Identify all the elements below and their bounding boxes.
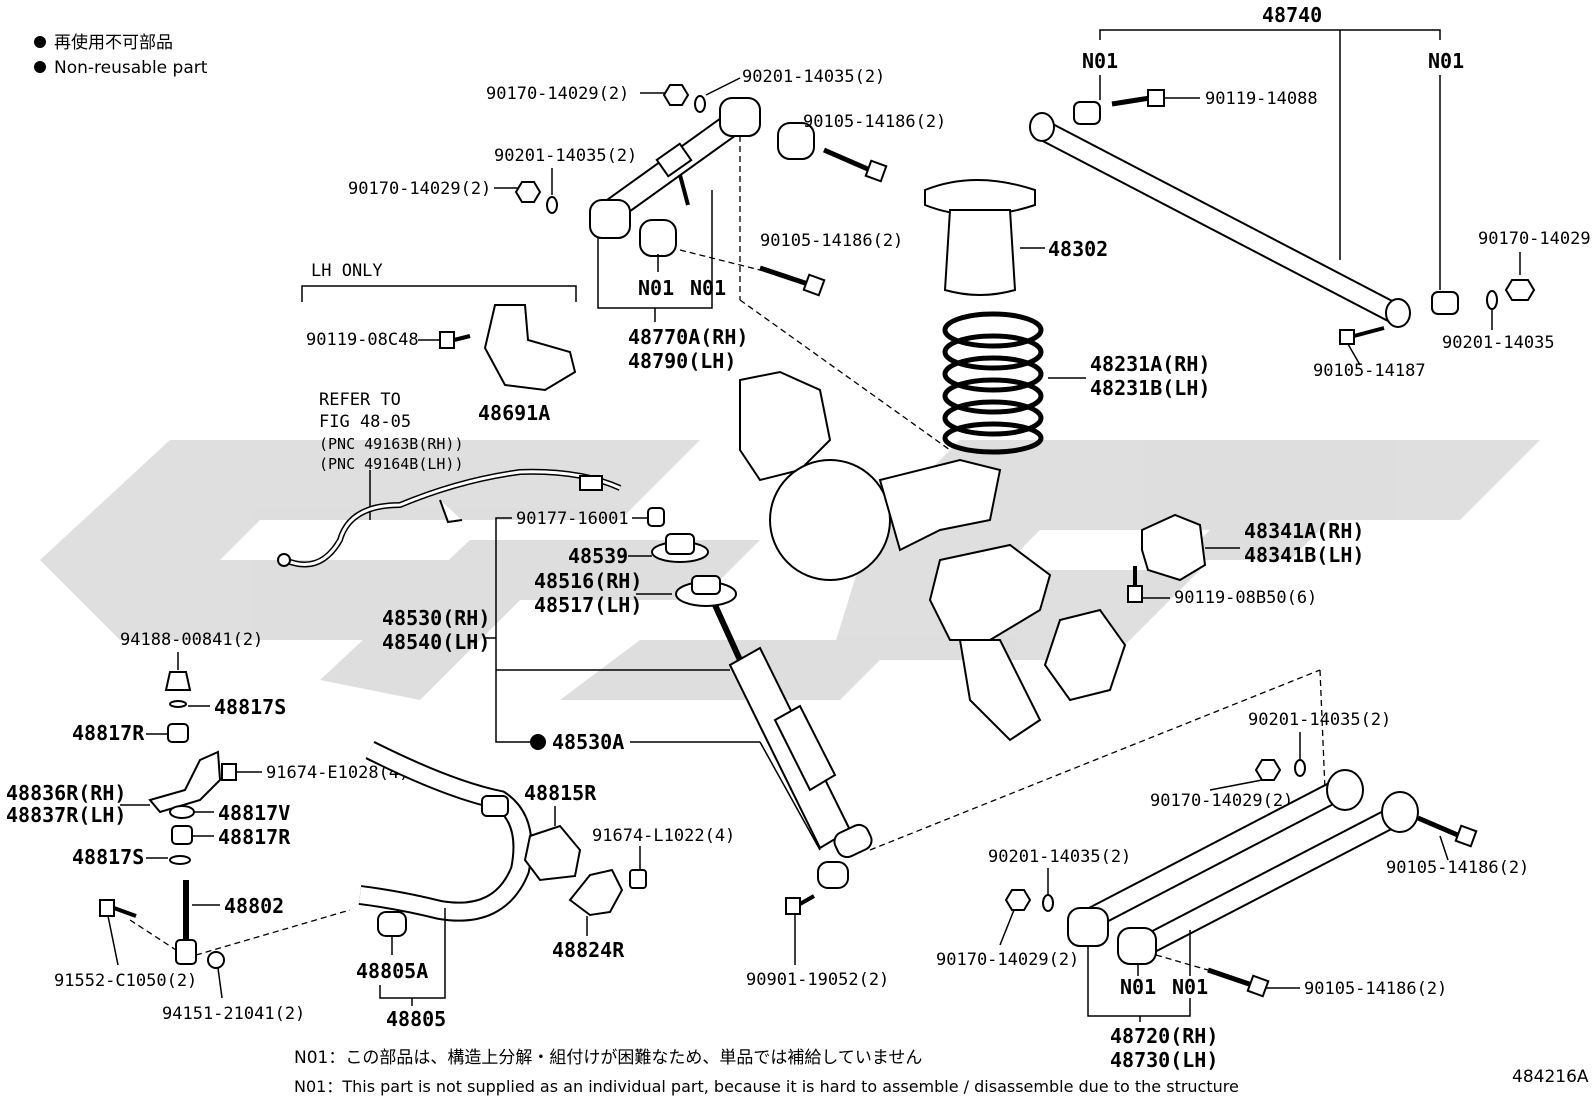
label-n01-a: N01 xyxy=(1082,49,1118,73)
label-48824r: 48824R xyxy=(552,938,625,962)
figure-id: 484216A xyxy=(1512,1067,1589,1087)
footnote-en: N01：This part is not supplied as an indi… xyxy=(294,1077,1239,1096)
label-48517: 48517(LH) xyxy=(534,593,642,617)
label-90105-14187: 90105-14187 xyxy=(1313,361,1426,381)
label-n01-c: N01 xyxy=(638,276,674,300)
label-48817s-a: 48817S xyxy=(214,695,286,719)
label-48691a: 48691A xyxy=(478,401,550,425)
label-94188-00841: 94188-00841(2) xyxy=(120,630,263,650)
label-48817r-b: 48817R xyxy=(218,825,291,849)
label-90105-14186-br1: 90105-14186(2) xyxy=(1386,858,1529,878)
label-90170-14029-r: 90170-14029 xyxy=(1478,229,1591,249)
section-tag-lh-only: LH ONLY xyxy=(311,261,383,281)
label-91552-c1050: 91552-C1050(2) xyxy=(54,971,197,991)
label-48720: 48720(RH) xyxy=(1110,1024,1218,1048)
refer-line-4: (PNC 49164B(LH)) xyxy=(319,455,464,473)
lower-arm-group: 90201-14035(2) 90170-14029(2) 90105-1418… xyxy=(936,710,1529,1072)
label-48516: 48516(RH) xyxy=(534,569,642,593)
label-48740: 48740 xyxy=(1262,3,1322,27)
label-90119-14088: 90119-14088 xyxy=(1205,89,1318,109)
label-94151-21041: 94151-21041(2) xyxy=(162,1004,305,1024)
label-n01-e: N01 xyxy=(1120,975,1156,999)
legend-item-jp: 再使用不可部品 xyxy=(54,32,173,53)
label-48530: 48530(RH) xyxy=(382,606,490,630)
label-48790: 48790(LH) xyxy=(628,349,736,373)
label-90170-14029-top2: 90170-14029(2) xyxy=(348,179,491,199)
spring-group: 48302 48231A(RH) 48231B(LH) xyxy=(739,179,1210,455)
label-90105-14186-br2: 90105-14186(2) xyxy=(1304,979,1447,999)
label-48837r: 48837R(LH) xyxy=(6,803,126,827)
label-n01-d: N01 xyxy=(690,276,726,300)
label-48817s-b: 48817S xyxy=(72,845,144,869)
label-n01-f: N01 xyxy=(1172,975,1208,999)
label-48815r: 48815R xyxy=(524,781,597,805)
label-91674-l1022: 91674-L1022(4) xyxy=(592,826,735,846)
refer-line-2: FIG 48-05 xyxy=(319,412,411,432)
label-48805: 48805 xyxy=(386,1007,446,1031)
label-48302: 48302 xyxy=(1048,237,1108,261)
stabilizer-bar-group: 48805A 48805 48815R 91674-L1022(4) 48824… xyxy=(356,741,735,1031)
label-90170-14029-br1: 90170-14029(2) xyxy=(1150,791,1293,811)
label-48539: 48539 xyxy=(568,544,628,568)
label-90170-14029-br2: 90170-14029(2) xyxy=(936,950,1079,970)
label-n01-b: N01 xyxy=(1428,49,1464,73)
bracket-48341-group: 48341A(RH) 48341B(LH) 90119-08B50(6) xyxy=(1127,513,1364,608)
label-48730: 48730(LH) xyxy=(1110,1048,1218,1072)
footnotes: N01：この部品は、構造上分解・組付けが困難なため、単品では補給していません N… xyxy=(294,1048,1589,1096)
label-90201-14035-top2: 90201-14035(2) xyxy=(494,146,637,166)
label-90177-16001: 90177-16001 xyxy=(516,509,629,529)
label-90105-14186-top: 90105-14186(2) xyxy=(803,112,946,132)
label-48817r-a: 48817R xyxy=(72,721,145,745)
label-90201-14035-br2: 90201-14035(2) xyxy=(988,847,1131,867)
lateral-rod-group: 48740 N01 N01 90119-14088 90170-14029 90… xyxy=(1029,3,1591,381)
label-48231a: 48231A(RH) xyxy=(1090,352,1210,376)
label-48802: 48802 xyxy=(224,894,284,918)
label-48341b: 48341B(LH) xyxy=(1244,543,1364,567)
label-48817v: 48817V xyxy=(218,801,290,825)
shock-absorber-group: 90177-16001 48539 48516(RH) 48517(LH) 48… xyxy=(382,507,1326,990)
label-91674-e1028: 91674-E1028(4) xyxy=(266,763,409,783)
label-48805a: 48805A xyxy=(356,959,428,983)
refer-line-1: REFER TO xyxy=(319,390,401,410)
axle-housing xyxy=(739,370,1127,742)
upper-arm-group: 90170-14029(2) 90201-14035(2) 90201-1403… xyxy=(348,67,946,373)
label-48540: 48540(LH) xyxy=(382,630,490,654)
label-90105-14186-top2: 90105-14186(2) xyxy=(760,231,903,251)
label-48341a: 48341A(RH) xyxy=(1244,519,1364,543)
refer-line-3: (PNC 49163B(RH)) xyxy=(319,435,464,453)
label-48836r: 48836R(RH) xyxy=(6,781,126,805)
footnote-jp: N01：この部品は、構造上分解・組付けが困難なため、単品では補給していません xyxy=(294,1048,922,1068)
label-90901-19052: 90901-19052(2) xyxy=(746,970,889,990)
label-90170-14029-top: 90170-14029(2) xyxy=(486,84,629,104)
legend: 再使用不可部品 Non-reusable part xyxy=(34,32,208,78)
stabilizer-link-group: 94188-00841(2) 48817S 48817R 91674-E1028… xyxy=(6,630,409,1024)
label-90119-08c48: 90119-08C48 xyxy=(306,330,419,350)
label-48530a: 48530A xyxy=(552,730,624,754)
label-48770a: 48770A(RH) xyxy=(628,325,748,349)
refer-group: REFER TO FIG 48-05 (PNC 49163B(RH)) (PNC… xyxy=(277,390,622,568)
lh-only-group: LH ONLY 90119-08C48 48691A xyxy=(301,261,577,425)
legend-item-en: Non-reusable part xyxy=(54,58,208,78)
label-90201-14035-top: 90201-14035(2) xyxy=(742,67,885,87)
label-90201-14035-r: 90201-14035 xyxy=(1442,333,1555,353)
label-48231b: 48231B(LH) xyxy=(1090,376,1210,400)
label-90119-08b50: 90119-08B50(6) xyxy=(1174,588,1317,608)
label-90201-14035-br1: 90201-14035(2) xyxy=(1248,710,1391,730)
